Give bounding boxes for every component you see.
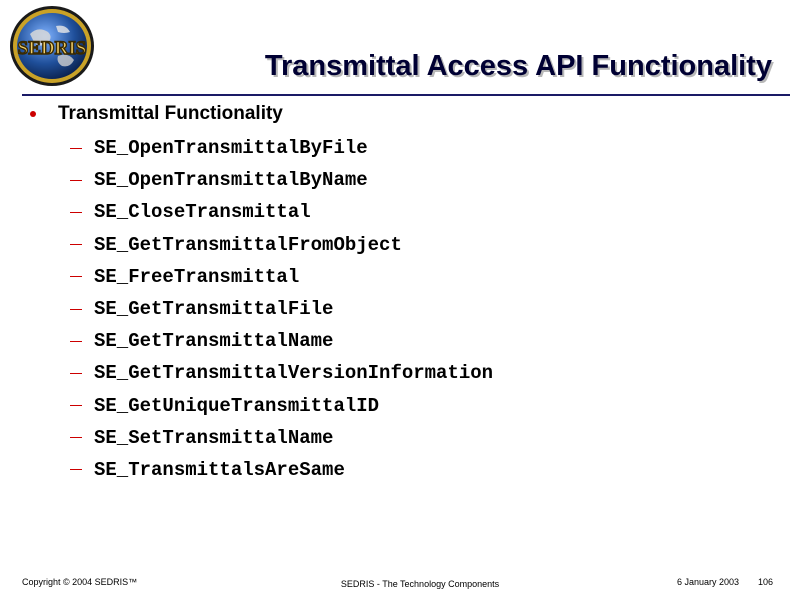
function-name: SE_GetTransmittalFile [94, 298, 334, 321]
list-item: SE_FreeTransmittal [70, 261, 493, 293]
function-name: SE_GetUniqueTransmittalID [94, 394, 380, 417]
title-divider [22, 94, 790, 96]
dash-icon [70, 405, 82, 407]
footer-center-text: SEDRIS - The Technology Components [340, 579, 500, 589]
main-bullet: Transmittal Functionality [30, 102, 283, 126]
main-bullet-text: Transmittal Functionality [58, 103, 283, 124]
function-name: SE_GetTransmittalFromObject [94, 233, 402, 256]
list-item: SE_CloseTransmittal [70, 196, 493, 228]
globe-icon: SEDRIS [10, 6, 94, 86]
footer-copyright: Copyright © 2004 SEDRIS™ [22, 577, 138, 587]
dash-icon [70, 211, 82, 213]
sedris-logo: SEDRIS [8, 4, 96, 88]
list-item: SE_OpenTransmittalByName [70, 164, 493, 196]
function-name: SE_GetTransmittalName [94, 330, 334, 353]
function-name: SE_GetTransmittalVersionInformation [94, 362, 494, 385]
function-name: SE_FreeTransmittal [94, 265, 300, 288]
list-item: SE_GetUniqueTransmittalID [70, 390, 493, 422]
dash-icon [70, 244, 82, 246]
list-item: SE_GetTransmittalFile [70, 293, 493, 325]
dash-icon [70, 340, 82, 342]
function-name: SE_TransmittalsAreSame [94, 458, 345, 481]
dash-icon [70, 147, 82, 149]
list-item: SE_SetTransmittalName [70, 422, 493, 454]
function-list: SE_OpenTransmittalByFile SE_OpenTransmit… [70, 132, 493, 486]
list-item: SE_GetTransmittalName [70, 325, 493, 357]
slide-title: Transmittal Access API Functionality [264, 50, 772, 82]
logo-text: SEDRIS [18, 38, 87, 59]
function-name: SE_OpenTransmittalByFile [94, 137, 368, 160]
function-name: SE_OpenTransmittalByName [94, 169, 368, 192]
dash-icon [70, 276, 82, 278]
dash-icon [70, 179, 82, 181]
list-item: SE_GetTransmittalVersionInformation [70, 357, 493, 389]
dash-icon [70, 469, 82, 471]
footer-page-number: 106 [758, 577, 774, 587]
dash-icon [70, 437, 82, 439]
bullet-dot-icon [30, 111, 36, 117]
function-name: SE_CloseTransmittal [94, 201, 311, 224]
list-item: SE_GetTransmittalFromObject [70, 229, 493, 261]
dash-icon [70, 372, 82, 374]
dash-icon [70, 308, 82, 310]
footer-date: 6 January 2003 [677, 577, 740, 587]
function-name: SE_SetTransmittalName [94, 426, 334, 449]
list-item: SE_TransmittalsAreSame [70, 454, 493, 486]
list-item: SE_OpenTransmittalByFile [70, 132, 493, 164]
